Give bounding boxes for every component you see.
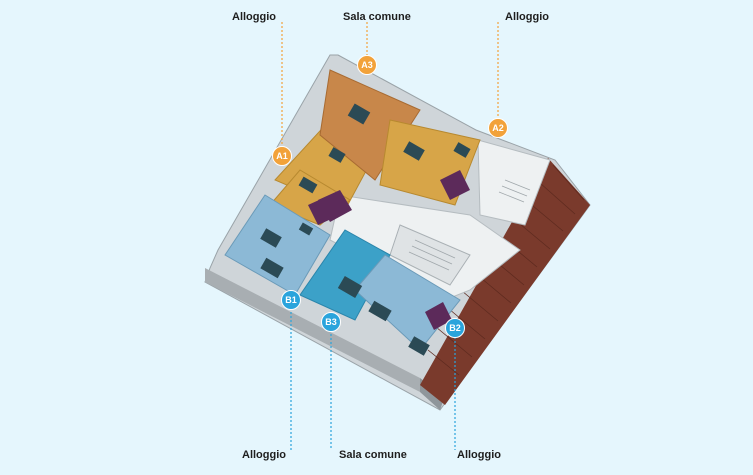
zone-b3-common (299, 229, 391, 321)
furniture (260, 103, 471, 356)
stair-block-right (477, 139, 551, 226)
label-a3: Sala comune (343, 11, 411, 23)
label-a1: Alloggio (232, 11, 276, 23)
marker-a3: A3 (357, 55, 377, 75)
marker-b2: B2 (445, 318, 465, 338)
marker-b1: B1 (281, 290, 301, 310)
label-b2: Alloggio (457, 449, 501, 461)
marker-b3: B3 (321, 312, 341, 332)
bath-b1 (308, 195, 340, 225)
stair-block-center (389, 224, 471, 286)
zone-a3-common (319, 69, 421, 181)
roof (420, 158, 590, 405)
label-b1: Alloggio (242, 449, 286, 461)
bath-a2 (440, 170, 470, 200)
label-b3: Sala comune (339, 449, 407, 461)
stair-steps (408, 179, 531, 271)
building-foundation-left (205, 268, 420, 392)
leader-lines (281, 22, 499, 450)
marker-a2: A2 (488, 118, 508, 138)
zone-b1-apartment (224, 194, 331, 296)
label-a2: Alloggio (505, 11, 549, 23)
marker-a1: A1 (272, 146, 292, 166)
